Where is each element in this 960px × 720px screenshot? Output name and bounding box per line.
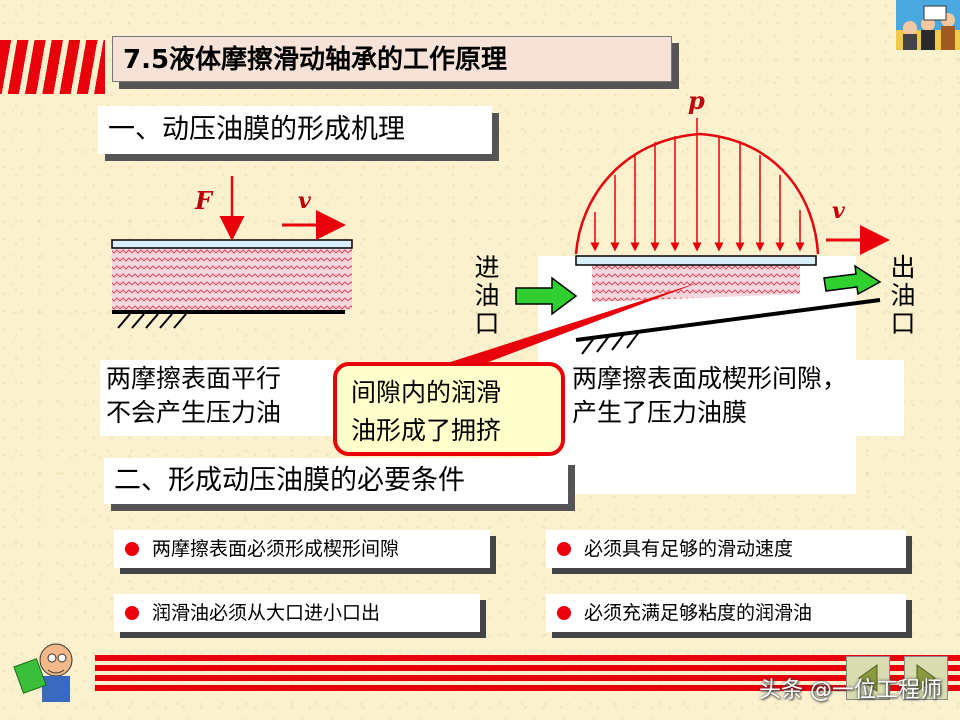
inlet-arrow [515,276,578,316]
callout-box: 间隙内的润滑 油形成了拥挤 [333,362,565,456]
section-2-heading: 二、形成动压油膜的必要条件 [104,458,568,504]
callout-line1: 间隙内的润滑 [351,378,502,407]
bullet-icon [125,542,139,556]
desc-right-line2: 产生了压力油膜 [572,398,748,427]
bullet-icon [125,606,139,620]
condition-item: 润滑油必须从大口进小口出 [114,594,480,632]
callout-line2: 油形成了拥挤 [351,416,502,445]
callout-pointer [438,282,700,366]
page-title: 7.5液体摩擦滑动轴承的工作原理 [112,36,672,82]
bullet-icon [557,542,571,556]
wedge-gap-diagram [438,118,890,366]
desc-right: 两摩擦表面成楔形间隙， 产生了压力油膜 [566,360,904,436]
condition-item: 必须具有足够的滑动速度 [546,530,906,568]
parallel-surfaces-diagram [111,176,353,329]
pressure-arrows [590,134,805,252]
corner-people-icon [896,0,960,50]
moving-plate-right [575,255,817,266]
pressure-curve [574,132,820,255]
condition-item: 必须充满足够粘度的润滑油 [546,594,906,632]
force-label: F [195,186,213,215]
outlet-arrow [823,264,882,296]
ground-hatch-right [581,331,640,355]
desc-right-line1: 两摩擦表面成楔形间隙， [572,364,848,393]
bullet-icon [557,606,571,620]
prev-slide-button[interactable] [846,656,890,700]
inlet-label: 进 油 口 [474,253,500,338]
condition-item: 两摩擦表面必须形成楔形间隙 [114,530,490,568]
desc-left-line2: 不会产生压力油 [106,398,282,427]
velocity-label-right: v [832,198,845,224]
footer-stripes [95,655,960,691]
moving-plate-left [111,239,353,249]
desc-left: 两摩擦表面平行 不会产生压力油 [100,360,336,436]
velocity-label-left: v [298,188,311,214]
desc-left-line1: 两摩擦表面平行 [106,364,282,393]
outlet-label: 出 油 口 [890,253,916,338]
inclined-surface [575,298,881,342]
arrow-left-icon [858,664,878,692]
section-1-heading: 一、动压油膜的形成机理 [98,106,492,154]
next-slide-button[interactable] [904,656,948,700]
professor-cartoon-icon [13,643,73,702]
ground-hatch-left [117,313,187,329]
arrow-right-icon [916,664,936,692]
header-stripes [0,40,105,94]
watermark: 头条 @一位工程师 [759,678,942,703]
oil-film-left [112,248,352,310]
pressure-label: p [688,86,705,115]
